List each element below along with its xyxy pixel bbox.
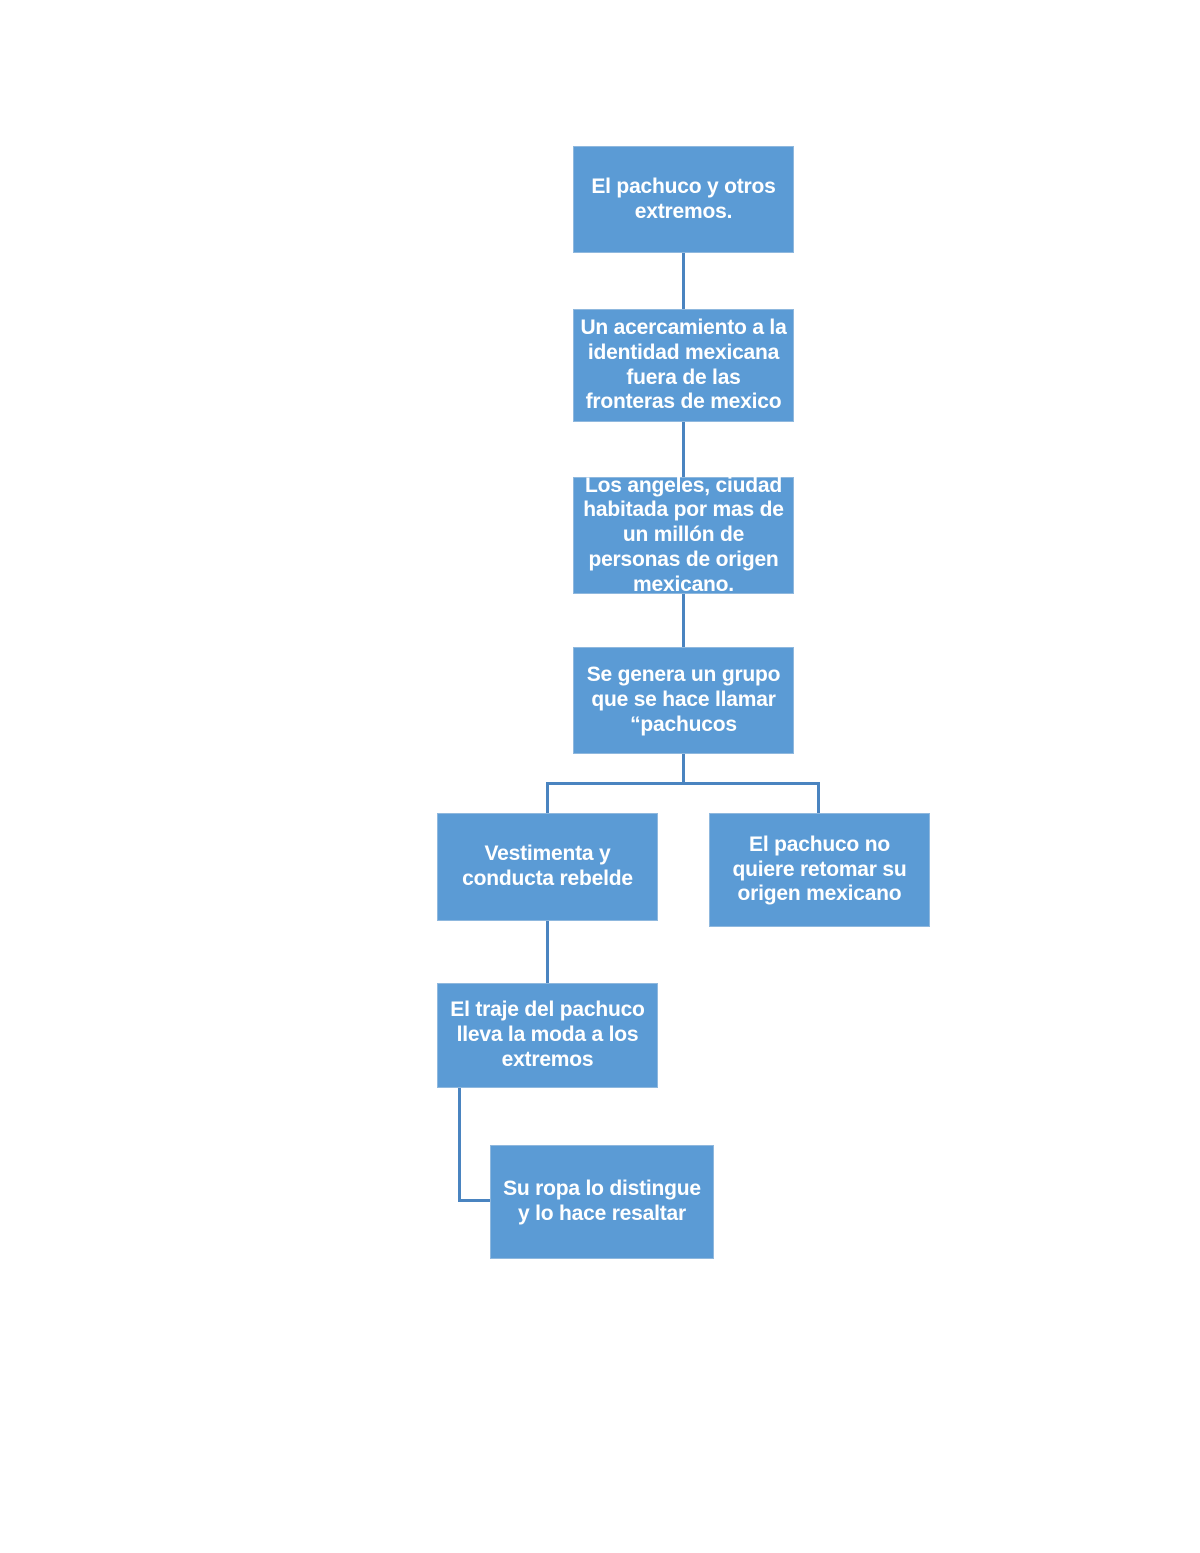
connector-n2-n3 — [682, 422, 685, 477]
connector-n7-n8-vertical — [458, 1088, 461, 1202]
connector-n3-n4 — [682, 594, 685, 647]
node-vestimenta-y-conducta-rebelde[interactable]: Vestimenta y conducta rebelde — [437, 813, 658, 921]
connector-n7-n8-horizontal — [458, 1199, 492, 1202]
node-un-acercamiento-identidad-mexicana[interactable]: Un acercamiento a la identidad mexicana … — [573, 309, 794, 422]
connector-n4-n5-drop — [546, 782, 549, 813]
node-traje-del-pachuco-moda-extremos[interactable]: El traje del pachuco lleva la moda a los… — [437, 983, 658, 1088]
connector-n4-stem — [682, 754, 685, 783]
connector-n5-n7 — [546, 921, 549, 983]
node-los-angeles-ciudad[interactable]: Los angeles, ciudad habitada por mas de … — [573, 474, 794, 596]
node-el-pachuco-y-otros-extremos[interactable]: El pachuco y otros extremos. — [573, 146, 794, 253]
node-pachuco-no-quiere-retomar-origen[interactable]: El pachuco no quiere retomar su origen m… — [709, 813, 930, 927]
connector-n4-n6-drop — [817, 782, 820, 813]
node-su-ropa-lo-distingue[interactable]: Su ropa lo distingue y lo hace resaltar — [490, 1145, 714, 1259]
node-se-genera-grupo-pachucos[interactable]: Se genera un grupo que se hace llamar “p… — [573, 647, 794, 754]
connector-n1-n2 — [682, 253, 685, 309]
connector-n4-bar — [546, 782, 820, 785]
